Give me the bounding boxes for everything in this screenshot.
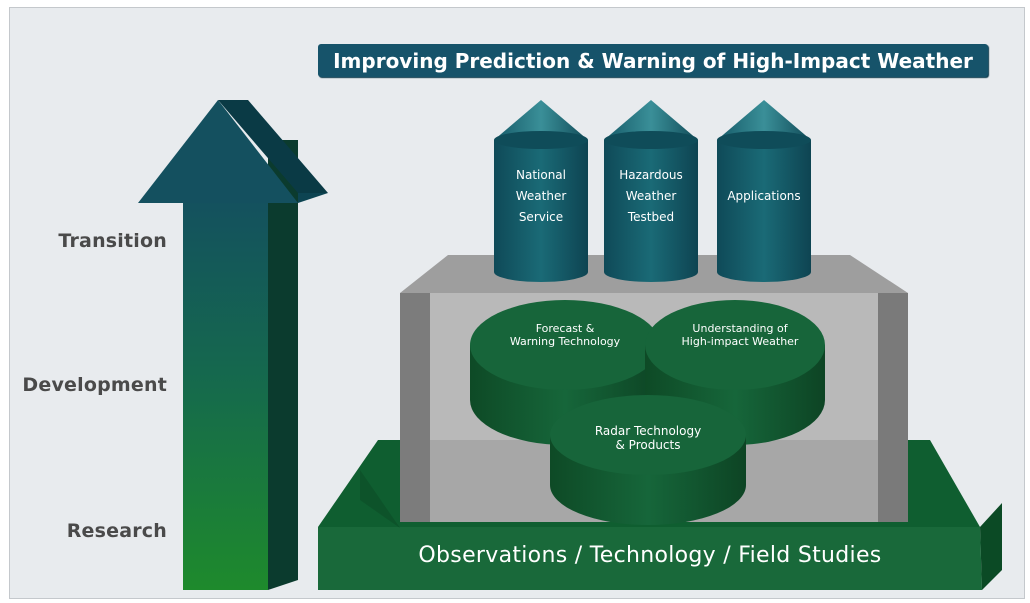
- silo-nws-shape: [494, 100, 588, 282]
- silo-applications-shape: [717, 100, 811, 282]
- disk-understanding-label: Understanding of High-impact Weather: [681, 322, 799, 348]
- base-label: Observations / Technology / Field Studie…: [418, 543, 882, 568]
- disk-radar-label: Radar Technology & Products: [594, 424, 702, 452]
- disk-forecast-label: Forecast & Warning Technology: [509, 322, 621, 348]
- level-transition: Transition: [58, 230, 167, 252]
- silo-nws-label: National Weather Service: [515, 168, 567, 224]
- silo-applications-label: Applications: [727, 189, 801, 203]
- level-research: Research: [66, 520, 167, 542]
- progress-arrow: [138, 100, 328, 590]
- silo-hwt-shape: [604, 100, 698, 282]
- silo-hwt-label: Hazardous Weather Testbed: [619, 168, 683, 224]
- diagram-title: Improving Prediction & Warning of High-I…: [318, 44, 988, 77]
- disk-radar-shape: [550, 395, 746, 525]
- level-development: Development: [22, 374, 167, 396]
